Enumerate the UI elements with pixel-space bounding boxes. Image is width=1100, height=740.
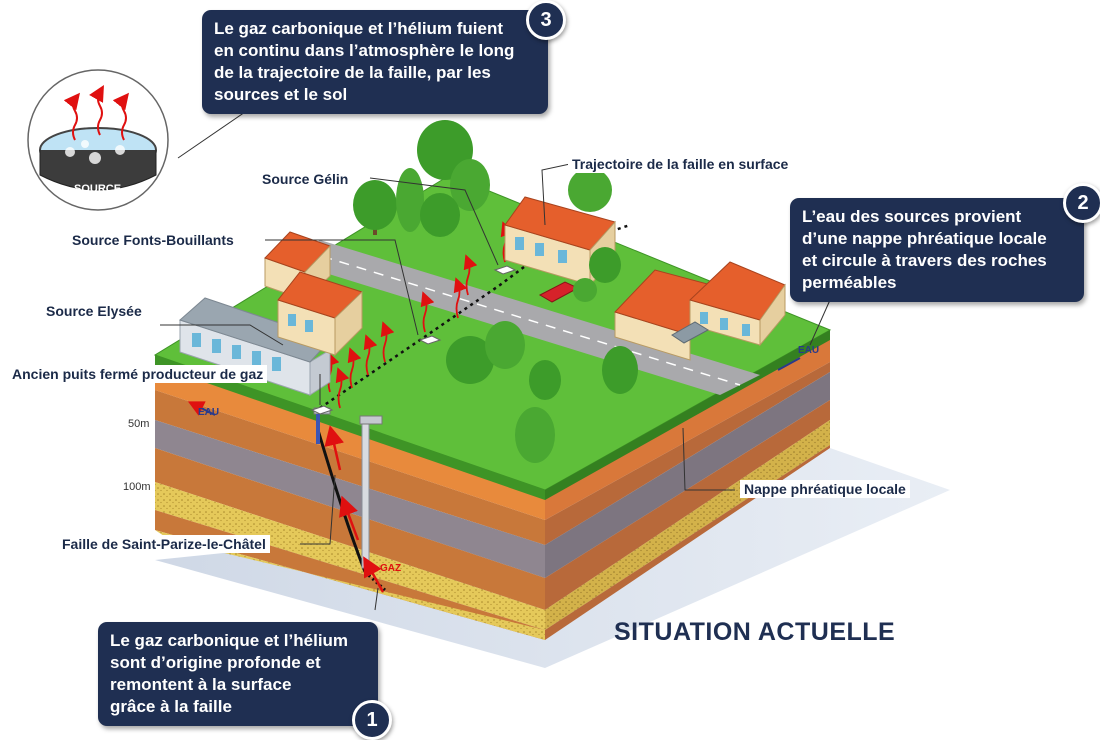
gaz-marker: GAZ [380,563,402,574]
callout-2-line: d’une nappe phréatique locale [802,229,1047,248]
label-nappe-phreatique: Nappe phréatique locale [740,480,910,498]
callout-1-number: 1 [352,700,392,740]
gas-arrows-surface [325,221,515,409]
callout-1-line: sont d’origine profonde et [110,653,321,672]
water-arrows [187,357,801,416]
callout-3: Le gaz carbonique et l’hélium fuient en … [202,10,548,114]
label-source-gelin: Source Gélin [258,170,353,188]
callout-3-line: Le gaz carbonique et l’hélium fuient [214,19,504,38]
trees [353,120,837,463]
label-ancien-puits: Ancien puits fermé producteur de gaz [8,365,268,383]
source-caps [310,265,517,415]
building-fonts-bouillants [264,231,363,357]
source-inset [27,69,169,211]
label-source-elysee: Source Elysée [42,302,146,320]
callout-3-number: 3 [526,0,566,40]
source-inset-label: SOURCE [74,183,122,195]
diagram-title: SITUATION ACTUELLE [614,618,896,646]
callout-2-line: L’eau des sources provient [802,207,1022,226]
label-faille: Faille de Saint-Parize-le-Châtel [58,535,270,553]
callout-1-line: grâce à la faille [110,697,232,716]
callout-3-line: sources et le sol [214,85,348,104]
label-source-fonts-bouillants: Source Fonts-Bouillants [68,231,238,249]
building-elysee [179,297,331,396]
label-trajectoire-faille: Trajectoire de la faille en surface [568,155,793,173]
road [290,240,760,395]
callout-3-line: de la trajectoire de la faille, par les [214,63,491,82]
callout-1: Le gaz carbonique et l’hélium sont d’ori… [98,622,378,726]
callout-3-line: en continu dans l’atmosphère le long [214,41,515,60]
callout-2: L’eau des sources provient d’une nappe p… [790,198,1084,302]
callout-1-line: Le gaz carbonique et l’hélium [110,631,349,650]
fault-trajectory-line [319,223,631,410]
old-well-pipe [361,417,370,569]
gas-arrows-subsurface [324,425,385,593]
eau-marker-left: EAU [198,407,220,418]
callout-2-line: et circule à travers des roches [802,251,1047,270]
eau-marker-right: EAU [798,345,820,356]
callout-2-number: 2 [1063,183,1100,223]
depth-50m: 50m [128,418,150,430]
callout-1-line: remontent à la surface [110,675,292,694]
building-right-house [614,261,786,361]
fault-line [316,429,367,573]
leader-lines [160,109,831,611]
depth-100m: 100m [123,481,151,493]
callout-2-line: perméables [802,273,897,292]
